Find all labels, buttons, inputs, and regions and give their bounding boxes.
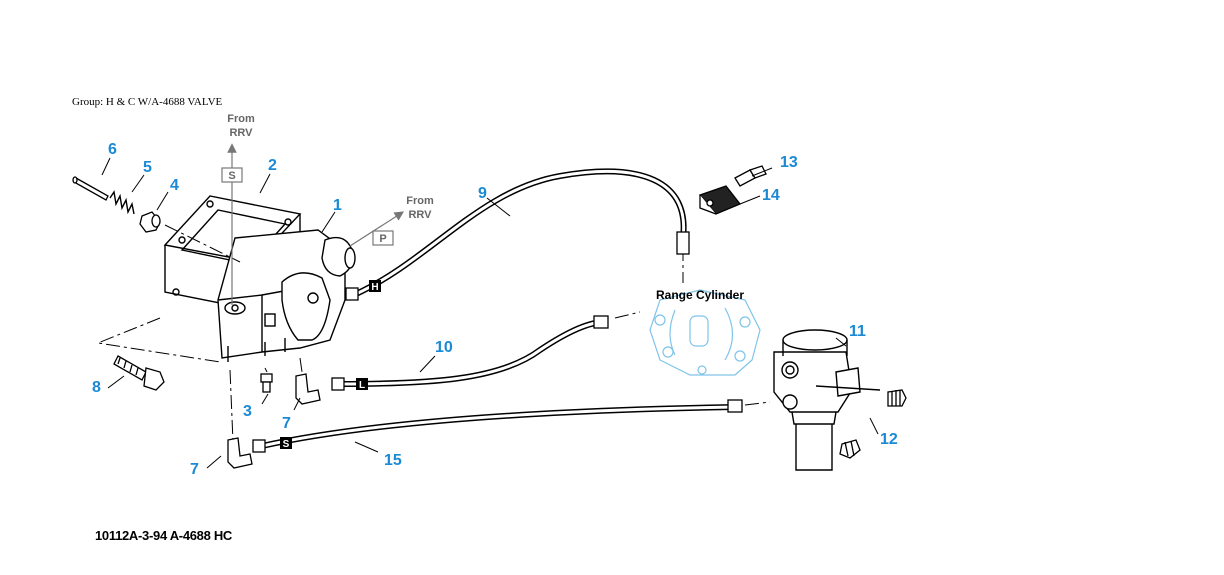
callout-14: 14	[762, 187, 780, 204]
range-cylinder-label: Range Cylinder	[656, 288, 744, 302]
callout-8: 8	[92, 379, 101, 396]
callout-11: 11	[849, 323, 866, 340]
svg-text:RRV: RRV	[408, 209, 432, 221]
callout-3: 3	[243, 403, 252, 420]
document-id: 10112A-3-94 A-4688 HC	[95, 528, 233, 543]
hose-tag-s: S	[280, 437, 292, 450]
from-rrv-right-note: From RRV	[406, 195, 434, 221]
pin	[72, 176, 109, 201]
svg-text:RRV: RRV	[229, 127, 253, 139]
callout-9: 9	[478, 185, 487, 202]
plug-12	[839, 389, 907, 459]
svg-text:P: P	[379, 233, 386, 245]
bolt	[113, 355, 165, 391]
callout-numbers: 1 2 3 4 5 6 7 7 8 9 10 11 12 13 14 15	[92, 141, 898, 478]
callout-leaders	[101, 157, 879, 469]
svg-text:From: From	[406, 195, 434, 207]
callout-5: 5	[143, 159, 152, 176]
hose-tag-h: H	[369, 280, 381, 293]
callout-2: 2	[268, 157, 277, 174]
svg-text:From: From	[227, 113, 255, 125]
callout-4: 4	[170, 177, 179, 194]
callout-7-lower: 7	[190, 461, 199, 478]
elbow-upper	[295, 373, 321, 405]
group-label: Group: H & C W/A-4688 VALVE	[72, 96, 223, 108]
callout-10: 10	[435, 339, 453, 356]
callout-1: 1	[333, 197, 342, 214]
valve-assembly	[773, 329, 881, 471]
svg-text:L: L	[359, 380, 365, 391]
port-tag-s: S	[221, 167, 243, 183]
callout-12: 12	[880, 431, 898, 448]
hose-9	[345, 168, 690, 301]
hose-tag-l: L	[356, 378, 368, 391]
flow-arrow-right	[349, 211, 405, 247]
spring	[109, 190, 135, 215]
range-cylinder-outline	[649, 289, 761, 376]
port-tag-p: P	[372, 230, 394, 246]
fitting-3	[260, 373, 273, 393]
elbow-lower	[227, 437, 253, 469]
from-rrv-top-note: From RRV	[227, 113, 255, 139]
callout-7-upper: 7	[282, 415, 291, 432]
plug	[139, 211, 161, 233]
callout-13: 13	[780, 154, 798, 171]
svg-text:S: S	[283, 439, 290, 450]
svg-text:H: H	[371, 282, 378, 293]
screw-13	[734, 165, 767, 187]
callout-6: 6	[108, 141, 117, 158]
valve-body	[217, 229, 356, 362]
hose-15	[252, 399, 743, 453]
svg-text:S: S	[228, 170, 235, 182]
hose-10	[331, 315, 609, 391]
bracket-14	[698, 185, 742, 215]
callout-15: 15	[384, 452, 402, 469]
